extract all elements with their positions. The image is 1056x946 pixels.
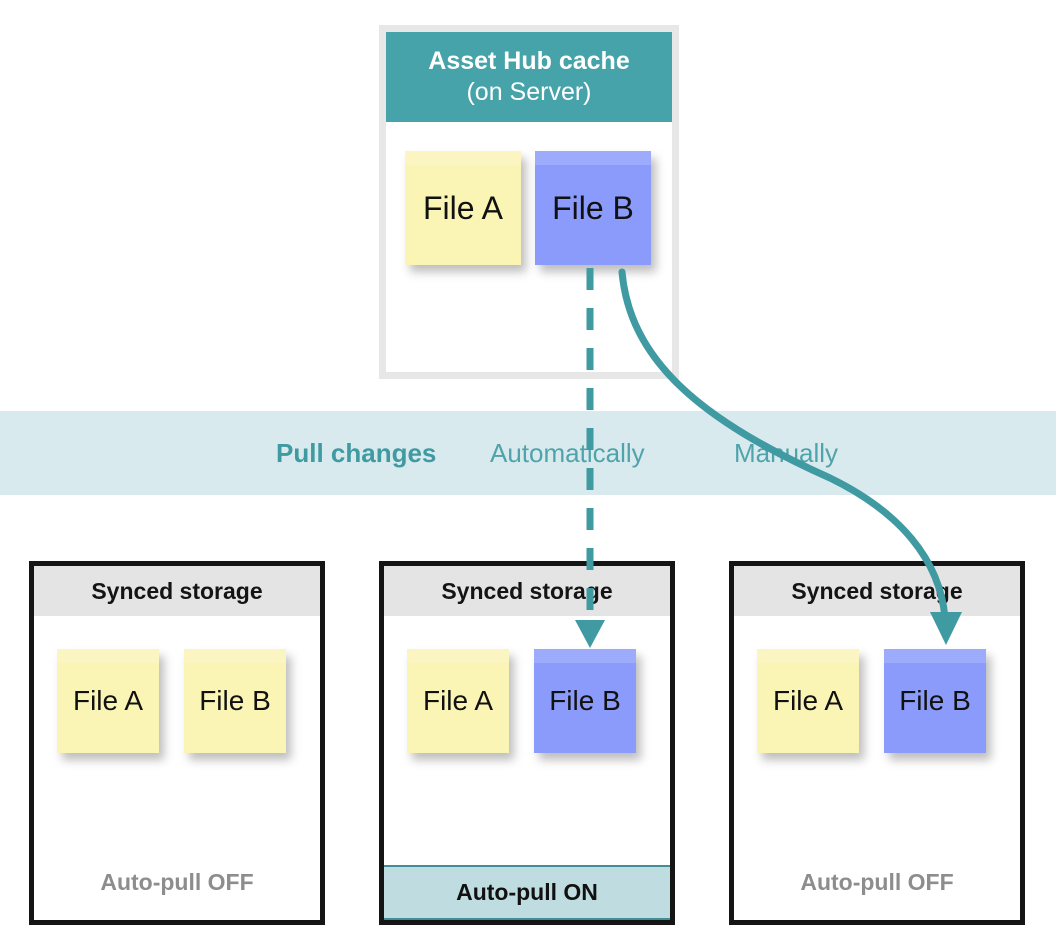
synced-storage-header-left: Synced storage (34, 566, 320, 616)
server-note-file-a: File A (405, 151, 521, 265)
storage-notes-group-right: File A File B (757, 649, 986, 753)
asset-hub-cache-title: Asset Hub cache (428, 47, 630, 75)
middle-note-file-b: File B (534, 649, 636, 753)
server-note-file-b: File B (535, 151, 651, 265)
server-note-file-b-label: File B (552, 189, 634, 226)
asset-hub-cache-box: Asset Hub cache (on Server) File A File … (379, 25, 679, 379)
storage-notes-group-middle: File A File B (407, 649, 636, 753)
synced-storage-header-middle: Synced storage (384, 566, 670, 616)
auto-pull-status-right: Auto-pull OFF (800, 868, 954, 895)
left-note-file-a: File A (57, 649, 159, 753)
right-note-file-b-label: File B (899, 685, 971, 716)
synced-storage-box-right: Synced storage File A File B Auto-pull O… (729, 561, 1025, 925)
right-note-file-b: File B (884, 649, 986, 753)
automatically-label: Automatically (490, 438, 645, 468)
storage-notes-group-left: File A File B (57, 649, 286, 753)
synced-storage-header-right: Synced storage (734, 566, 1020, 616)
middle-note-file-a: File A (407, 649, 509, 753)
manually-label: Manually (734, 438, 839, 468)
asset-hub-cache-header: Asset Hub cache (on Server) (386, 32, 672, 122)
right-note-file-a: File A (757, 649, 859, 753)
right-note-file-a-label: File A (772, 685, 844, 716)
server-notes-group: File A File B (405, 151, 651, 265)
middle-note-file-b-label: File B (549, 685, 621, 716)
left-note-file-b: File B (184, 649, 286, 753)
server-note-file-a-label: File A (422, 189, 504, 226)
auto-pull-status-left: Auto-pull OFF (100, 868, 254, 895)
middle-note-file-a-label: File A (422, 685, 494, 716)
synced-storage-box-left: Synced storage File A File B Auto-pull O… (29, 561, 325, 925)
synced-storage-box-middle: Synced storage File A File B Auto-pull O… (379, 561, 675, 925)
left-note-file-b-label: File B (199, 685, 271, 716)
asset-hub-cache-subtitle: (on Server) (466, 78, 592, 106)
pull-changes-label: Pull changes (276, 438, 437, 468)
auto-pull-status-middle: Auto-pull ON (384, 865, 670, 920)
left-note-file-a-label: File A (72, 685, 144, 716)
